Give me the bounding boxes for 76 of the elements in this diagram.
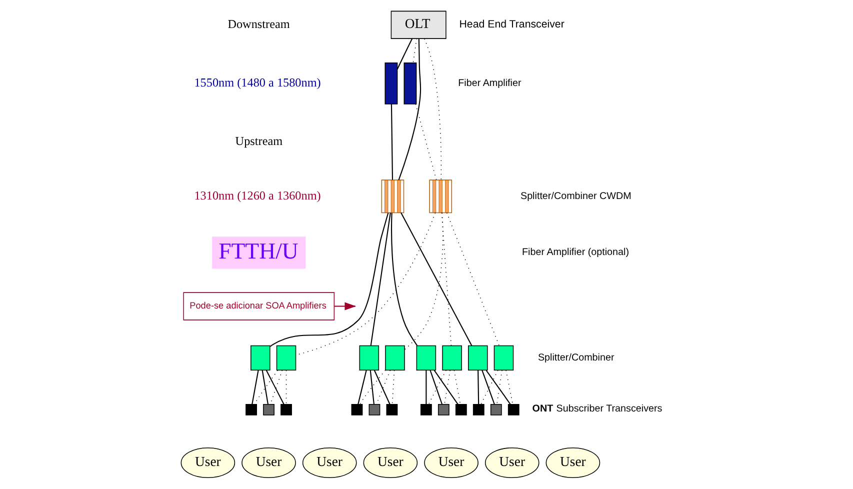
- node-box: [386, 404, 398, 416]
- connector: [424, 38, 442, 180]
- connector: [496, 370, 502, 405]
- connector: [412, 38, 417, 64]
- node-box: [416, 345, 436, 370]
- label: Splitter/Combiner CWDM: [520, 190, 631, 202]
- node-box: [472, 404, 484, 416]
- label: Downstream: [227, 16, 290, 31]
- connector: [253, 370, 278, 405]
- node-label: Head End Transceiver: [458, 18, 564, 31]
- connector: [444, 370, 450, 405]
- label: 1550nm (1480 a 1580nm): [194, 75, 320, 90]
- connector: [398, 38, 421, 180]
- connector: [440, 212, 452, 346]
- connector: [429, 370, 442, 404]
- connector: [261, 370, 268, 404]
- label: ONT Subscriber Transceivers: [532, 404, 662, 414]
- node-box: [358, 345, 379, 370]
- node-box: [262, 404, 274, 416]
- node-ellipse: User: [241, 447, 296, 478]
- node-ellipse: User: [362, 447, 418, 478]
- connector: [269, 212, 388, 347]
- node-box: Pode-se adicionar SOA Amplifiers: [182, 292, 334, 320]
- connector: [400, 212, 472, 346]
- connector: [414, 104, 436, 180]
- connector: [391, 370, 394, 405]
- label: Splitter/Combiner: [537, 352, 614, 364]
- node-box: [384, 62, 398, 104]
- connector: [357, 370, 366, 404]
- connector: [404, 212, 443, 350]
- node-box: [454, 404, 466, 416]
- connector: [480, 370, 498, 405]
- node-box: FTTH/U: [212, 236, 306, 269]
- connector: [453, 370, 460, 405]
- connector: [428, 370, 446, 405]
- connector: [251, 370, 258, 404]
- node-ellipse: User: [545, 447, 600, 478]
- connector: [285, 370, 286, 405]
- connector: [446, 212, 500, 346]
- connector: [477, 370, 479, 404]
- node-box: [420, 404, 432, 416]
- node-box: [276, 345, 296, 370]
- node-box: [368, 404, 380, 416]
- node-ellipse: User: [484, 447, 539, 478]
- node-box: [280, 404, 292, 416]
- node-ellipse: User: [180, 447, 235, 478]
- node-box: [245, 404, 256, 416]
- node-box: [490, 404, 502, 416]
- connector: [390, 212, 417, 346]
- node-ellipse: User: [424, 447, 478, 478]
- connector: [390, 104, 393, 180]
- connector: [481, 370, 494, 404]
- connector: [370, 212, 390, 346]
- node-box: OLT: [390, 10, 446, 39]
- node-box: [507, 404, 519, 416]
- connector: [425, 370, 426, 404]
- connector: [505, 370, 513, 405]
- node-box: [350, 404, 362, 416]
- label: Upstream: [234, 134, 282, 148]
- connector: [369, 370, 374, 404]
- node-box: [437, 404, 449, 416]
- connector: [396, 38, 412, 70]
- node-ellipse: User: [302, 447, 356, 478]
- label: 1310nm (1260 a 1360nm): [194, 188, 320, 202]
- connector: [433, 370, 458, 405]
- connector: [358, 370, 386, 405]
- label: Fiber Amplifier: [458, 78, 521, 90]
- node-box: [403, 62, 416, 104]
- label: Fiber Amplifier (optional): [522, 247, 629, 258]
- node-box: [442, 345, 462, 370]
- node-box: [468, 345, 488, 370]
- node-box: [493, 345, 514, 370]
- node-box: [250, 345, 270, 370]
- connector: [265, 370, 284, 404]
- node-box: [384, 345, 404, 370]
- connector: [485, 370, 510, 404]
